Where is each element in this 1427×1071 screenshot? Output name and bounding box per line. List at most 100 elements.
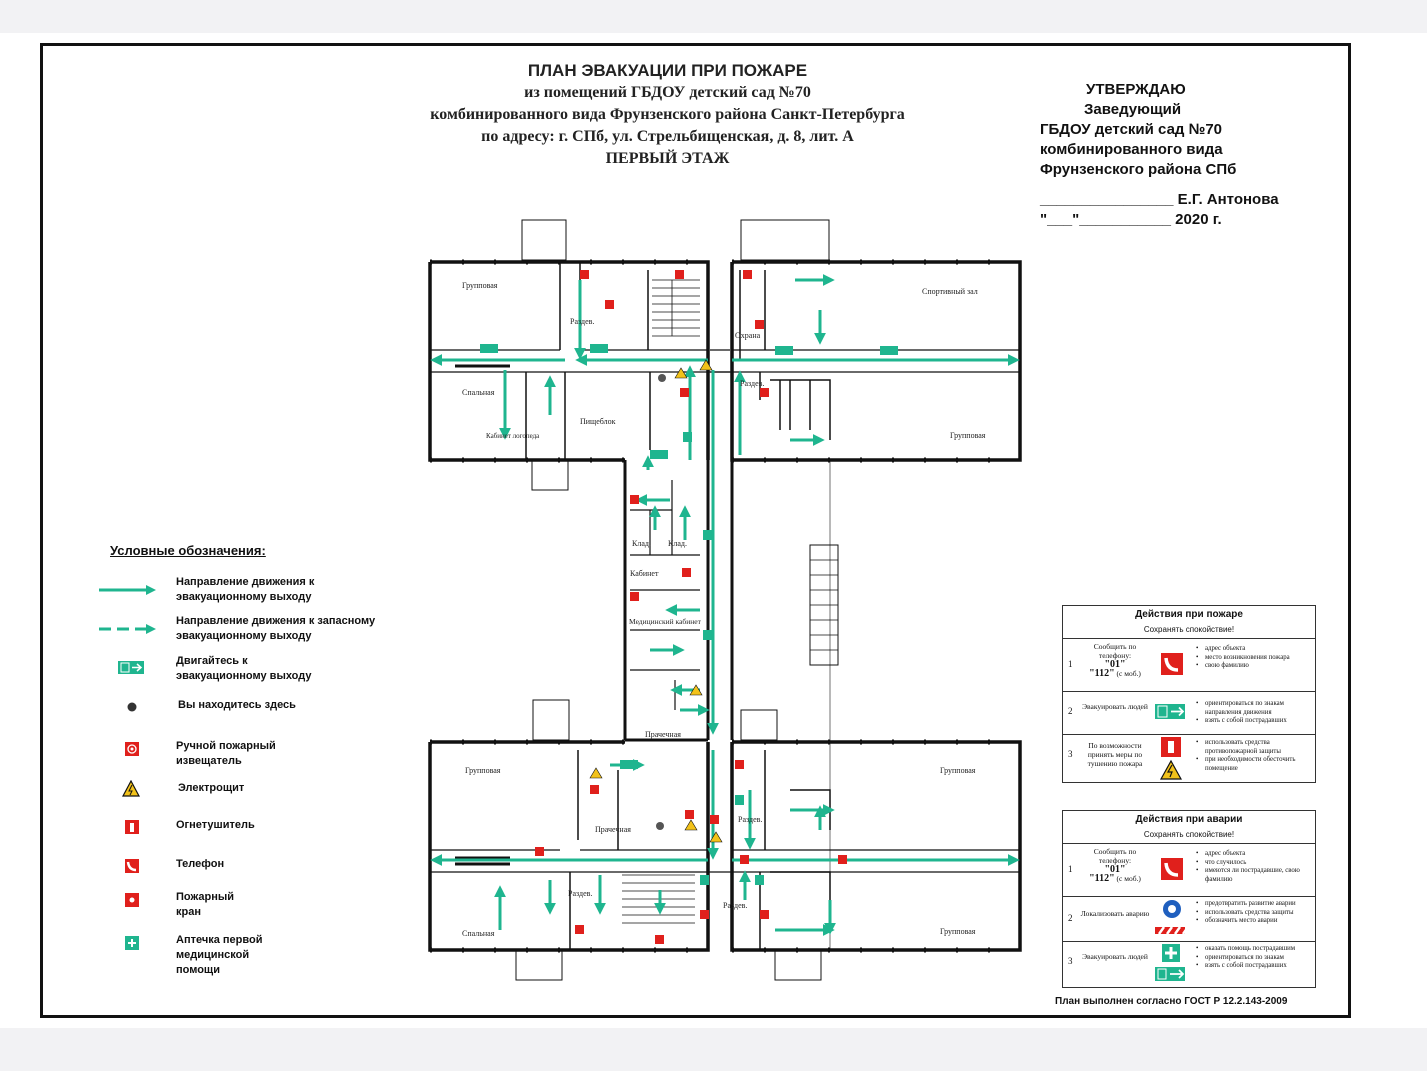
- bullet: при необходимости обесточить помещение: [1195, 756, 1317, 773]
- title-line-1: ПЛАН ЭВАКУАЦИИ ПРИ ПОЖАРЕ: [527, 61, 808, 80]
- row-number: 1: [1068, 659, 1073, 669]
- safety-signs: [480, 270, 898, 944]
- bullet: адрес объекта: [1195, 850, 1317, 859]
- approval-line-3: ГБДОУ детский сад №70: [1040, 121, 1222, 138]
- legend-text: Двигайтесь к эвакуационному выходу: [176, 655, 312, 682]
- legend-item-extinguisher: Огнетушитель: [96, 817, 426, 847]
- room-label: Спальная: [462, 929, 495, 938]
- fire-box-title: Действия при пожаре: [1135, 609, 1243, 620]
- fire-row-3: 3 По возможности принять меры по тушению…: [1063, 735, 1315, 783]
- barrier-icon: [1155, 900, 1185, 935]
- legend-item-you-are-here: Вы находитесь здесь: [96, 698, 426, 728]
- row-bullets: ориентироваться по знакам направления дв…: [1195, 700, 1317, 726]
- legend-item-call-point: Ручной пожарный извещатель: [96, 739, 426, 769]
- approval-line-5: Фрунзенского района СПб: [1040, 161, 1237, 178]
- you-are-here-icon: [127, 702, 137, 712]
- row-code-2: "112": [1089, 873, 1115, 884]
- row-number: 2: [1068, 706, 1073, 716]
- row-code-1: "01": [1104, 864, 1126, 875]
- bullet: использовать средства противопожарной за…: [1195, 739, 1317, 756]
- room-label: Спальная: [462, 388, 495, 397]
- room-labels: Групповая Раздев. Спальная Пищеблок Каби…: [462, 281, 986, 938]
- row-bullets: использовать средства противопожарной за…: [1195, 739, 1317, 773]
- legend-text: Направление движения к эвакуационному вы…: [176, 576, 315, 603]
- row-bullets: адрес объекта место возникновения пожара…: [1195, 645, 1317, 671]
- arrow-dashed-icon: [99, 624, 156, 634]
- accident-actions-box: Действия при аварии Сохранять спокойстви…: [1062, 810, 1316, 988]
- legend-text: Аптечка первой медицинской помощи: [176, 934, 263, 976]
- gost-footer: План выполнен согласно ГОСТ Р 12.2.143-2…: [1055, 996, 1288, 1007]
- approval-block: УТВЕРЖДАЮ Заведующий ГБДОУ детский сад №…: [1040, 80, 1279, 230]
- legend-text: Направление движения к запасному эвакуац…: [176, 615, 376, 642]
- row-number: 1: [1068, 864, 1073, 874]
- fire-hydrant-icon: [125, 893, 139, 907]
- row-number: 2: [1068, 913, 1073, 923]
- accident-row-3: 3 Эвакуировать людей оказать помощь пост…: [1063, 942, 1315, 986]
- row-bullets: предотвратить развитие аварии использова…: [1195, 900, 1317, 926]
- accident-row-2: 2 Локализовать аварию предотвратить разв…: [1063, 897, 1315, 942]
- room-label: Кабинет: [630, 569, 659, 578]
- bullet: имеются ли пострадавшие, свою фамилию: [1195, 867, 1317, 884]
- row-label: Эвакуировать людей: [1082, 702, 1148, 711]
- bullet: оказать помощь пострадавшим: [1195, 945, 1317, 954]
- bullet: обозначить место аварии: [1195, 917, 1317, 926]
- room-label: Клад.: [668, 539, 687, 548]
- fire-actions-box: Действия при пожаре Сохранять спокойстви…: [1062, 605, 1316, 783]
- extinguisher-icon: [1159, 737, 1183, 780]
- accident-row-1: 1 Сообщить по телефону: "01" "112" (с мо…: [1063, 844, 1315, 897]
- approval-line-1: УТВЕРЖДАЮ: [1086, 81, 1186, 98]
- legend-item-first-aid: Аптечка первой медицинской помощи: [96, 933, 426, 976]
- evacuation-routes: [430, 274, 1020, 936]
- bullet: свою фамилию: [1195, 662, 1317, 671]
- manual-call-point-icon: [125, 742, 139, 756]
- first-aid-icon: [125, 936, 139, 950]
- approval-date: "___"___________ 2020 г.: [1040, 211, 1222, 228]
- room-label: Кабинет логопеда: [486, 432, 540, 440]
- title-line-2: из помещений ГБДОУ детский сад №70: [524, 84, 811, 101]
- bullet: взять с собой пострадавших: [1195, 962, 1317, 971]
- legend-item-electrical-panel: Электрощит: [96, 780, 426, 810]
- room-label: Раздев.: [723, 901, 747, 910]
- approval-signature: ________________ Е.Г. Антонова: [1040, 191, 1279, 208]
- approval-line-2: Заведующий: [1084, 101, 1182, 118]
- first-aid-icon: [1155, 944, 1185, 981]
- room-label: Раздев.: [568, 889, 592, 898]
- row-code-note: (с моб.): [1116, 669, 1141, 678]
- bullet: ориентироваться по знакам направления дв…: [1195, 700, 1317, 717]
- row-label-text: Сообщить по телефону:: [1093, 847, 1137, 865]
- room-label: Медицинский кабинет: [629, 617, 702, 626]
- phone-icon: [1161, 858, 1183, 880]
- row-label: Сообщить по телефону: "01" "112" (с моб.…: [1077, 847, 1153, 884]
- bullet: ориентироваться по знакам: [1195, 954, 1317, 963]
- row-bullets: адрес объекта что случилось имеются ли п…: [1195, 850, 1317, 884]
- room-label: Спортивный зал: [922, 287, 978, 296]
- arrow-solid-icon: [99, 585, 156, 595]
- accident-box-subtitle: Сохранять спокойствие!: [1063, 830, 1315, 844]
- title-line-5: ПЕРВЫЙ ЭТАЖ: [605, 150, 730, 167]
- row-code-note: (с моб.): [1116, 874, 1141, 883]
- legend-text: Телефон: [176, 858, 225, 870]
- legend-text: Вы находитесь здесь: [178, 699, 296, 711]
- walls: [428, 219, 1022, 981]
- room-label: Раздев.: [738, 815, 762, 824]
- legend-text: Электрощит: [178, 782, 245, 794]
- row-label: По возможности принять меры по тушению п…: [1087, 741, 1143, 768]
- row-label: Эвакуировать людей: [1082, 952, 1148, 961]
- title-line-3: комбинированного вида Фрунзенского район…: [430, 106, 905, 123]
- bullet: взять с собой пострадавших: [1195, 717, 1317, 726]
- room-label: Прачечная: [595, 825, 631, 834]
- sheet-frame: [40, 43, 1351, 1018]
- approval-line-4: комбинированного вида: [1040, 141, 1223, 158]
- bullet: адрес объекта: [1195, 645, 1317, 654]
- fire-box-subtitle: Сохранять спокойствие!: [1063, 625, 1315, 639]
- row-label: Локализовать аварию: [1080, 909, 1150, 918]
- row-label-text: Сообщить по телефону:: [1093, 642, 1137, 660]
- plan-title: ПЛАН ЭВАКУАЦИИ ПРИ ПОЖАРЕ из помещений Г…: [340, 60, 995, 170]
- room-label: Клад.: [632, 539, 651, 548]
- legend-text: Огнетушитель: [176, 819, 255, 831]
- room-label: Пищеблок: [580, 417, 616, 426]
- row-code-2: "112": [1089, 668, 1115, 679]
- room-label: Групповая: [462, 281, 498, 290]
- row-code-1: "01": [1104, 659, 1126, 670]
- legend-title: Условные обозначения:: [110, 543, 266, 558]
